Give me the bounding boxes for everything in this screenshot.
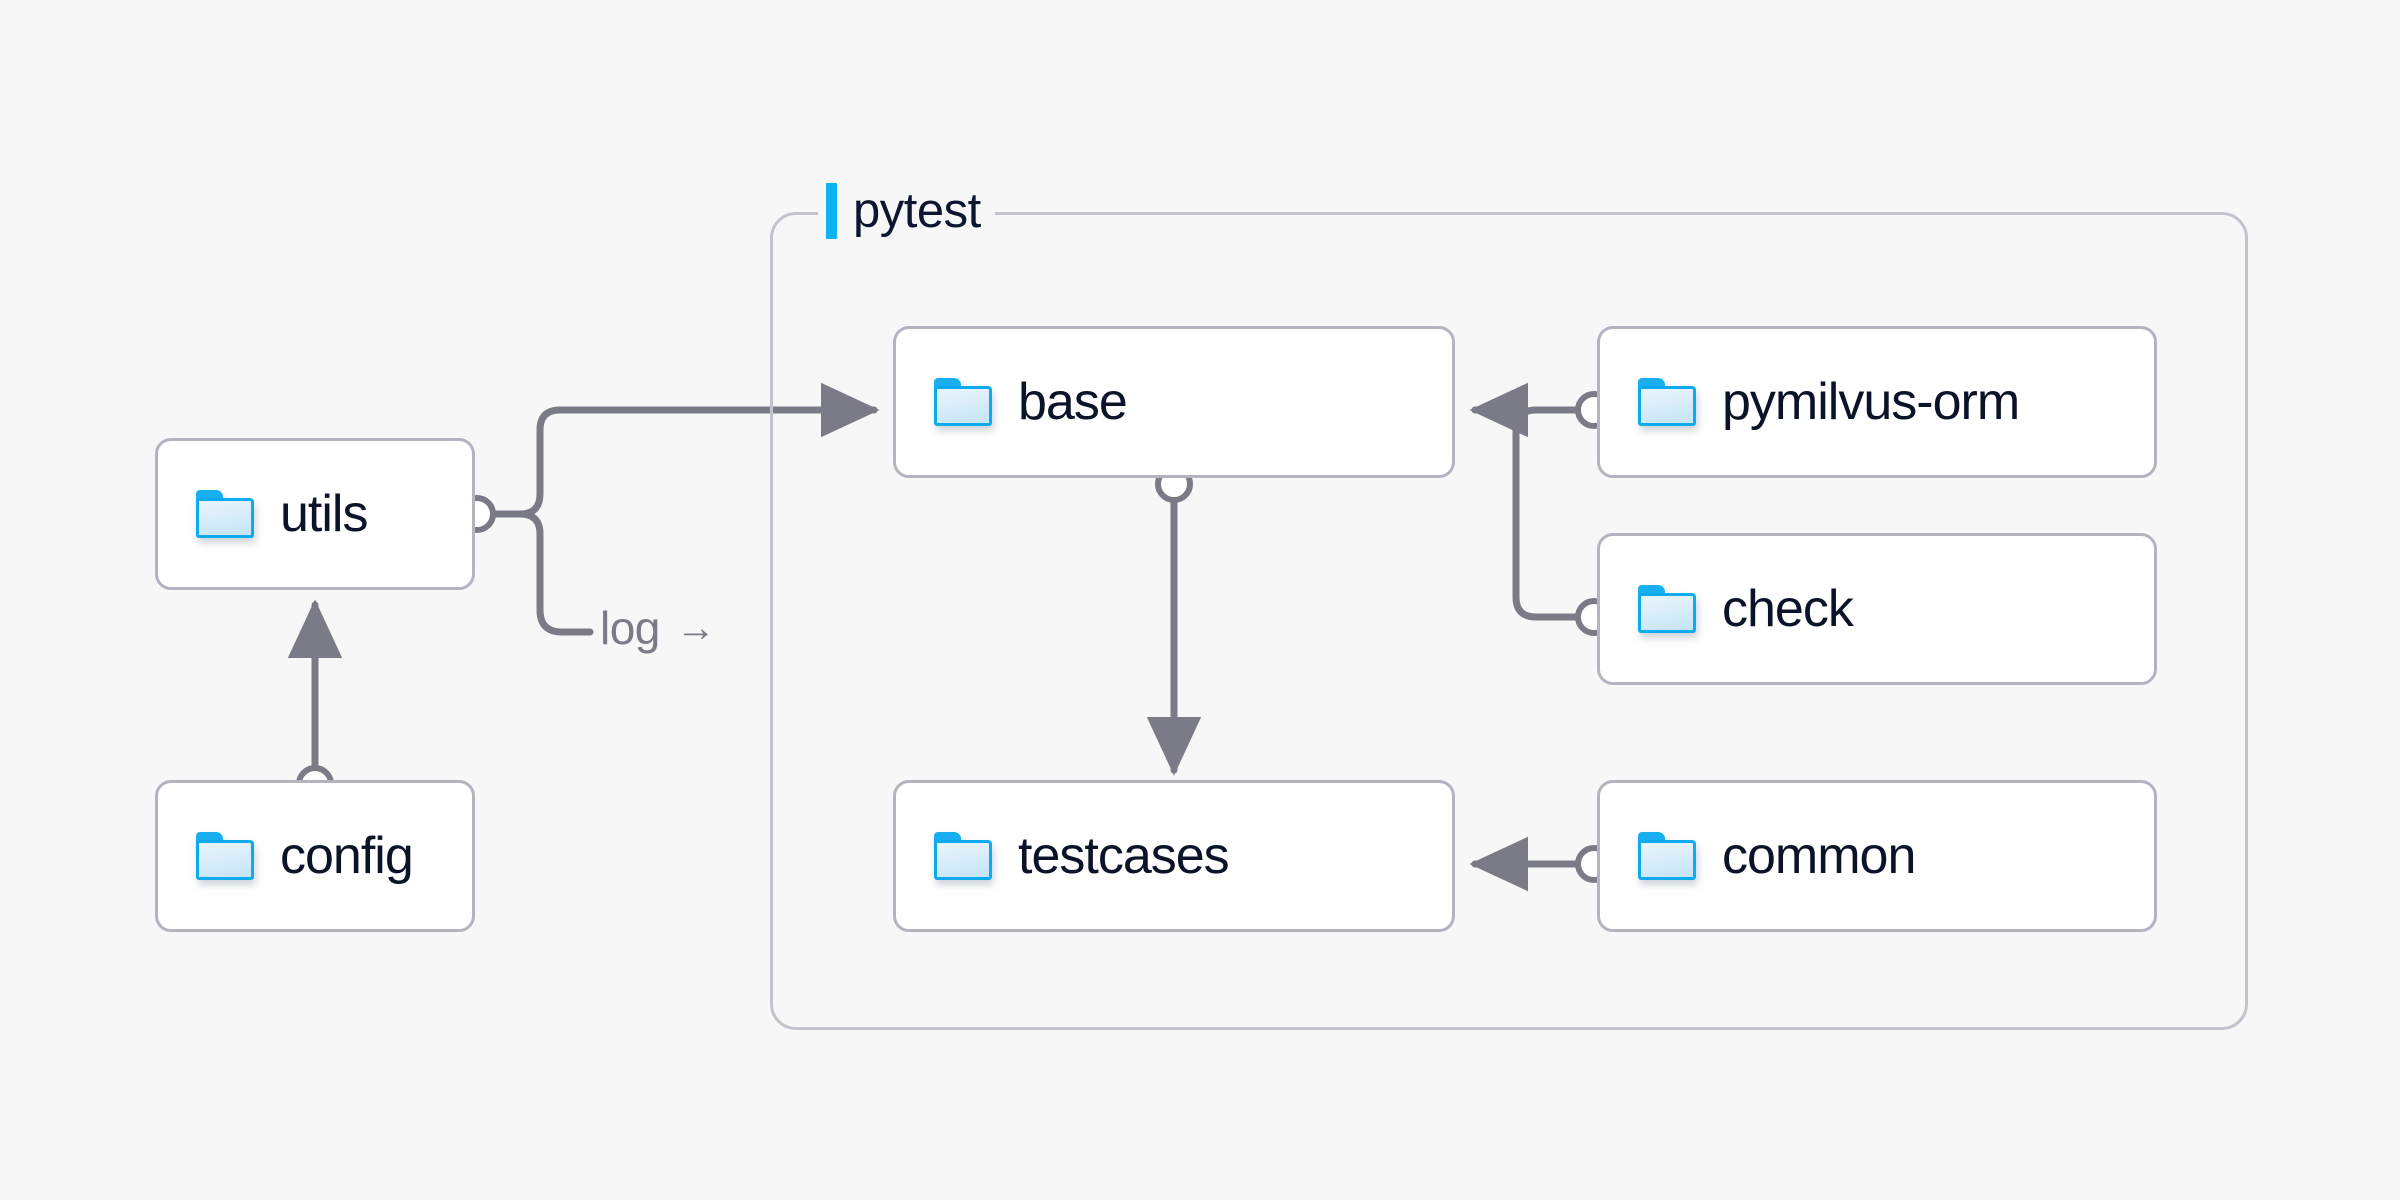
arrow-right-icon: → [675,606,716,650]
node-label-utils: utils [280,485,368,543]
edge-label-log-text: log [600,602,660,654]
node-label-pymilvus-orm: pymilvus-orm [1722,373,2020,431]
node-utils[interactable]: utils [155,438,475,590]
folder-icon [1638,585,1696,633]
node-label-check: check [1722,580,1854,638]
node-config[interactable]: config [155,780,475,932]
edge-utils-log [488,510,594,636]
group-title: pytest [853,184,981,238]
node-common[interactable]: common [1597,780,2157,932]
node-pymilvus-orm[interactable]: pymilvus-orm [1597,326,2157,478]
accent-bar-icon [826,183,837,239]
folder-icon [934,832,992,880]
node-label-testcases: testcases [1018,827,1230,885]
node-label-common: common [1722,827,1916,885]
node-base[interactable]: base [893,326,1455,478]
node-check[interactable]: check [1597,533,2157,685]
group-label-pytest: pytest [818,178,995,244]
node-testcases[interactable]: testcases [893,780,1455,932]
folder-icon [1638,378,1696,426]
folder-icon [934,378,992,426]
node-label-base: base [1018,373,1128,431]
group-container-pytest[interactable] [770,212,2248,1030]
folder-icon [1638,832,1696,880]
folder-icon [196,832,254,880]
folder-icon [196,490,254,538]
edge-label-log: log → [600,602,716,654]
node-label-config: config [280,827,414,885]
